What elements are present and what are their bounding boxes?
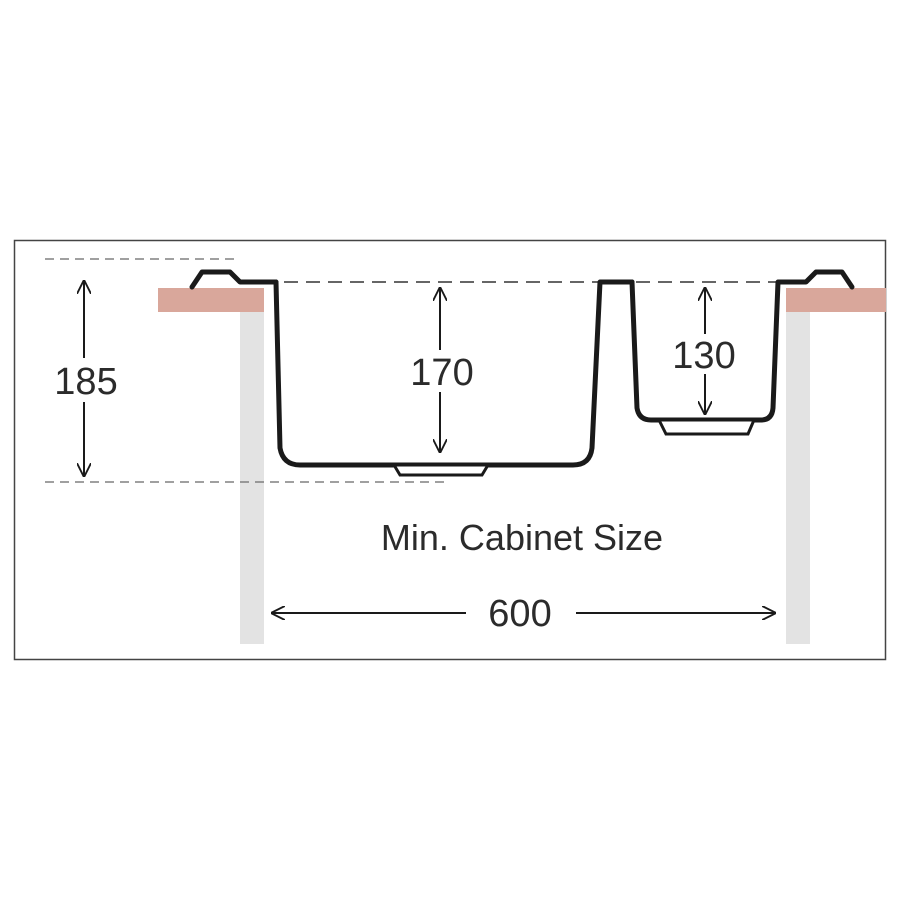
total-depth-label: 185	[54, 361, 117, 403]
countertop-left	[158, 288, 264, 312]
sink-flange-left	[189, 269, 279, 290]
sink-outline	[189, 269, 855, 468]
main-bowl	[273, 279, 635, 468]
small-bowl-depth-label: 130	[672, 335, 735, 377]
diagram-frame	[13, 239, 887, 661]
cabinet-width-label: 600	[488, 593, 551, 635]
small-bowl-drain	[656, 418, 757, 436]
main-bowl-depth-label-bg	[400, 350, 484, 392]
cabinet-caption: Min. Cabinet Size	[381, 517, 663, 558]
small-bowl-depth-label-bg	[662, 334, 748, 374]
small-bowl	[629, 279, 789, 423]
main-bowl-drain	[391, 463, 491, 477]
sink-flange-right	[783, 269, 855, 290]
countertop-right	[786, 288, 886, 312]
cabinet-side-left	[240, 312, 264, 644]
total-depth-label-bg	[40, 358, 130, 402]
cabinet-side-right	[786, 312, 810, 644]
main-bowl-depth-label: 170	[410, 352, 473, 394]
